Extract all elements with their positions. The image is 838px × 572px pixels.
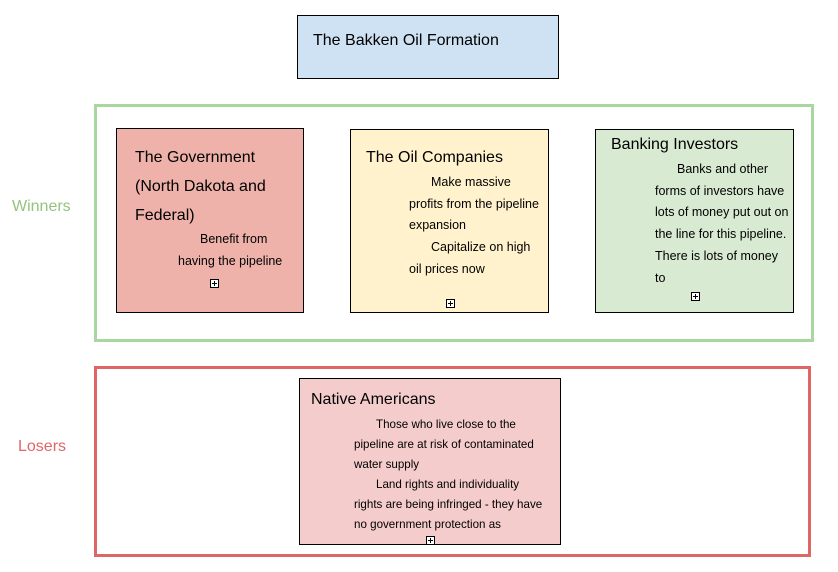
card-oil-body: Make massive profits from the pipeline e… — [409, 172, 539, 281]
winners-label: Winners — [12, 198, 71, 215]
card-government-note: Benefit from having the pipeline — [178, 232, 283, 268]
card-native-title: Native Americans — [311, 391, 436, 408]
expand-icon[interactable] — [446, 299, 455, 308]
card-oil-note-2: Capitalize on high oil prices now — [409, 240, 531, 276]
diagram-title: The Bakken Oil Formation — [313, 32, 499, 49]
card-native-note-2: Land rights and individuality rights are… — [354, 478, 543, 531]
losers-label: Losers — [18, 438, 67, 455]
card-government-title: The Government (North Dakota and Federal… — [135, 149, 266, 224]
losers-group-frame — [94, 366, 811, 557]
card-oil-title: The Oil Companies — [366, 149, 503, 166]
card-banking-title: Banking Investors — [611, 136, 739, 153]
card-native-body: Those who live close to the pipeline are… — [354, 415, 550, 535]
card-banking-note: Banks and other forms of investors have … — [655, 162, 789, 285]
card-government-body: Benefit from having the pipeline — [178, 229, 298, 272]
card-banking-body: Banks and other forms of investors have … — [655, 159, 789, 289]
card-native-note-1: Those who live close to the pipeline are… — [354, 418, 534, 471]
card-banking-investors[interactable]: Banking Investors Banks and other forms … — [595, 129, 794, 313]
card-oil-companies[interactable]: The Oil Companies Make massive profits f… — [350, 129, 549, 313]
expand-icon[interactable] — [691, 292, 700, 301]
winners-group-frame — [94, 104, 814, 342]
card-government[interactable]: The Government (North Dakota and Federal… — [116, 128, 304, 313]
card-oil-note-1: Make massive profits from the pipeline e… — [409, 175, 539, 233]
title-box: The Bakken Oil Formation — [297, 15, 559, 79]
expand-icon[interactable] — [426, 536, 435, 544]
card-native-americans[interactable]: Native Americans Those who live close to… — [299, 378, 561, 545]
expand-icon[interactable] — [210, 279, 219, 288]
